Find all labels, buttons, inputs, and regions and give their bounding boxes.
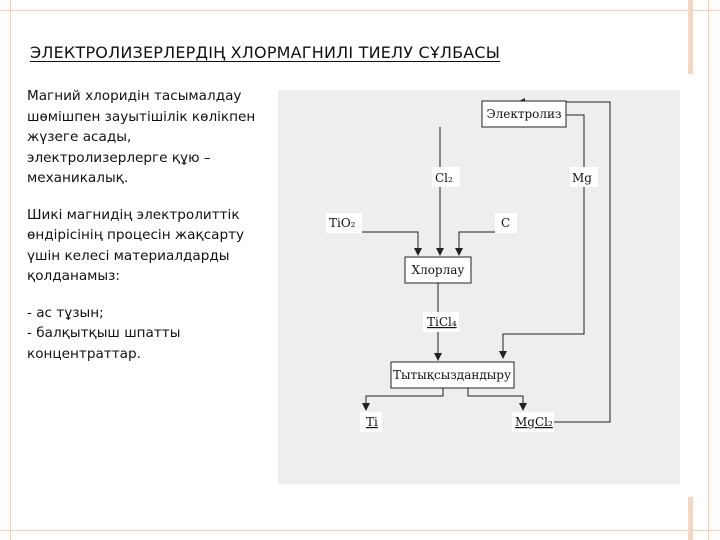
arrow-mgcl2-to-electrolysis: [517, 98, 611, 423]
box-separation-label: Тытықсыздандыру: [393, 368, 511, 382]
label-ti: Ti: [360, 412, 382, 432]
label-mg-text: Mg: [572, 171, 592, 185]
decorative-bar-bottom-right: [688, 497, 693, 540]
slide-title: ЭЛЕКТРОЛИЗЕРЛЕРДІҢ ХЛОРМАГНИЛІ ТИЕЛУ СҰЛ…: [30, 43, 501, 62]
label-c-text: C: [501, 216, 510, 230]
arrow-tio2-to-chlorination: [330, 231, 422, 256]
label-mgcl2: MgCl₂: [512, 412, 554, 432]
label-mg: Mg: [570, 167, 598, 187]
box-electrolysis-label: Электролиз: [486, 107, 561, 121]
label-ticl4-text: TiCl₄: [427, 315, 457, 329]
box-separation: Тытықсыздандыру: [390, 361, 515, 389]
decorative-line-left: [10, 0, 11, 540]
arrow-c-to-chlorination: [455, 231, 503, 256]
arrow-separation-to-ti: [362, 388, 444, 411]
box-chlorination-label: Хлорлау: [412, 263, 465, 277]
arrow-separation-to-mgcl2: [467, 388, 527, 411]
decorative-line-top: [0, 10, 720, 11]
label-ticl4: TiCl₄: [423, 312, 459, 332]
box-electrolysis: Электролиз: [481, 100, 567, 128]
box-chlorination: Хлорлау: [404, 256, 472, 284]
flow-diagram-panel: Электролиз Хлорлау Тытықсыздандыру Cl₂ M…: [278, 90, 680, 484]
flow-diagram: Электролиз Хлорлау Тытықсыздандыру Cl₂ M…: [326, 98, 611, 432]
label-ti-text: Ti: [366, 415, 378, 429]
label-tio2-text: TiO₂: [329, 216, 356, 230]
paragraph-materials: Шикі магнидің электролиттік өндірісінің …: [27, 206, 245, 285]
decorative-line-bottom: [0, 530, 720, 531]
decorative-bar-top-right: [688, 0, 693, 74]
label-mgcl2-text: MgCl₂: [515, 415, 553, 429]
label-c: C: [495, 213, 517, 233]
label-cl2-text: Cl₂: [435, 171, 453, 185]
decorative-line-right: [708, 0, 709, 540]
label-tio2: TiO₂: [326, 213, 362, 233]
paragraph-transport: Магний хлоридін тасымалдау шөмішпен зауы…: [27, 88, 256, 186]
label-cl2: Cl₂: [432, 167, 460, 187]
materials-list: - ас тұзын; - балқытқыш шпатты концентра…: [27, 303, 267, 365]
list-item: - балқытқыш шпатты концентраттар.: [27, 325, 181, 362]
list-item: - ас тұзын;: [27, 304, 104, 321]
arrow-mg-to-separation: [499, 114, 585, 359]
slide-body: Магний хлоридін тасымалдау шөмішпен зауы…: [27, 86, 267, 364]
